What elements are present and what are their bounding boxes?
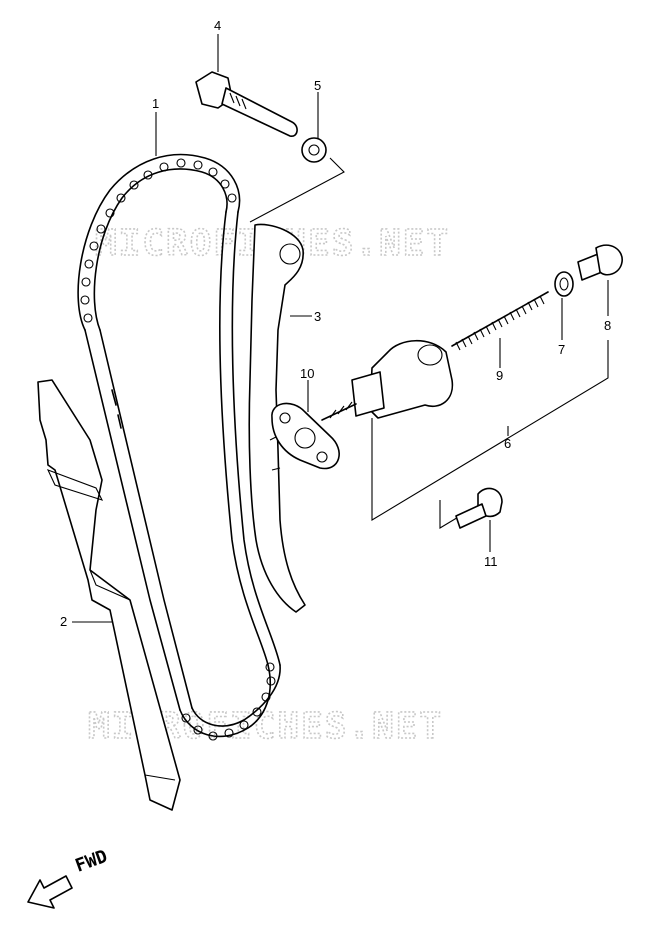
callout-labels: 1 2 3 4 5 6 7 8 9 10 11	[60, 18, 611, 629]
fwd-label: FWD	[73, 846, 111, 877]
callout-6: 6	[504, 436, 511, 451]
callout-7: 7	[558, 342, 565, 357]
washer	[301, 137, 327, 163]
cam-chain	[77, 153, 281, 741]
leader-lines	[72, 34, 609, 623]
callout-5: 5	[314, 78, 321, 93]
bracket-line-6	[371, 340, 609, 521]
bolt	[195, 71, 298, 137]
tensioner-adjuster	[321, 340, 454, 421]
callout-9: 9	[496, 368, 503, 383]
o-ring-washer	[554, 271, 574, 297]
chain-tensioner-guide	[248, 223, 306, 613]
forward-direction-indicator: FWD	[27, 846, 111, 909]
spring	[451, 291, 549, 351]
callout-8: 8	[604, 318, 611, 333]
tensioner-bolt	[455, 487, 503, 529]
callout-1: 1	[152, 96, 159, 111]
callout-11: 11	[484, 554, 498, 569]
cap-bolt	[577, 244, 623, 281]
chain-guide-front	[37, 379, 181, 811]
gasket	[271, 402, 340, 470]
callout-2: 2	[60, 614, 67, 629]
callout-4: 4	[214, 18, 221, 33]
callout-10: 10	[300, 366, 314, 381]
forward-arrow-icon	[27, 875, 73, 909]
connector-line-bolt	[249, 157, 345, 223]
callout-3: 3	[314, 309, 321, 324]
